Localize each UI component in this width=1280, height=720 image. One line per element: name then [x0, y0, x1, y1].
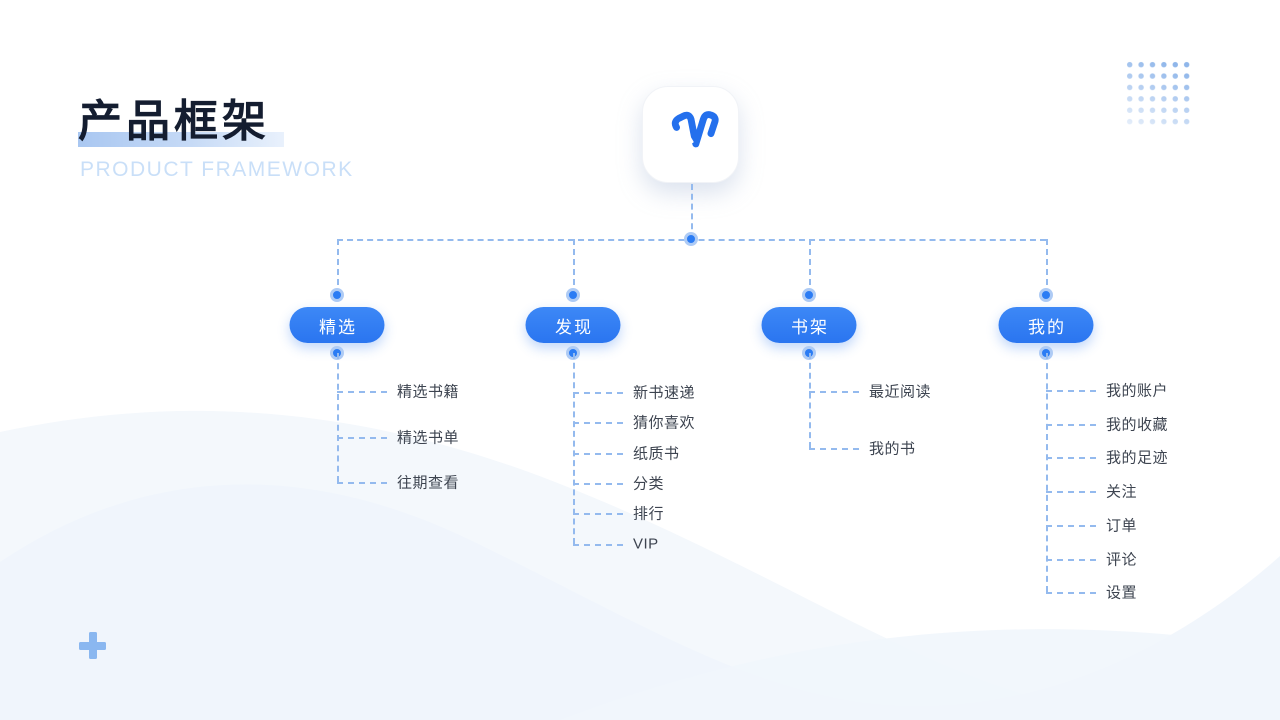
branch-button-2: 发现 — [525, 307, 621, 343]
leaf-connector-line — [337, 436, 387, 439]
branch-top-dot — [330, 287, 344, 302]
app-logo — [642, 86, 739, 183]
leaf-connector-line — [573, 452, 623, 455]
leaf-connector-line — [1046, 491, 1096, 494]
leaf-item: 我的书 — [869, 440, 916, 457]
leaf-connector-line — [1046, 558, 1096, 561]
page-title: 产品框架 — [78, 97, 270, 146]
leaf-item: 我的足迹 — [1106, 449, 1169, 467]
branch-button-3: 书架 — [761, 307, 857, 343]
leaf-connector-line — [573, 392, 623, 394]
leaf-connector-line — [1046, 592, 1096, 595]
leaf-item: 订单 — [1106, 517, 1138, 535]
leaf-connector-line — [809, 447, 859, 450]
leaf-item: 我的账户 — [1106, 382, 1169, 400]
leaf-item: 我的收藏 — [1106, 416, 1169, 434]
branch-trunk-line — [573, 352, 575, 544]
branch-trunk-line — [337, 352, 339, 482]
branch-drop-line — [809, 239, 811, 295]
leaf-connector-line — [1046, 524, 1096, 527]
root-connector-dot — [683, 232, 698, 246]
leaf-item: 关注 — [1106, 483, 1138, 501]
leaf-connector-line — [337, 482, 387, 484]
leaf-connector-line — [337, 391, 387, 393]
branch-trunk-line — [809, 352, 811, 448]
leaf-item: 精选书单 — [397, 429, 460, 446]
root-stem-line — [690, 184, 693, 239]
leaf-connector-line — [573, 422, 623, 425]
plus-decoration — [79, 632, 106, 659]
branch-drop-line — [1046, 239, 1048, 295]
leaf-connector-line — [1046, 457, 1096, 460]
bird-logo-icon — [671, 110, 719, 147]
leaf-item: 猜你喜欢 — [633, 414, 696, 432]
branch-drop-line — [573, 239, 575, 295]
branch-button-1: 精选 — [289, 307, 385, 343]
leaf-item: 最近阅读 — [869, 383, 932, 400]
leaf-item: 排行 — [633, 505, 665, 523]
leaf-connector-line — [573, 543, 623, 546]
branch-top-dot — [566, 287, 580, 302]
leaf-item: 新书速递 — [633, 384, 696, 402]
branch-top-dot — [802, 287, 816, 302]
leaf-item: 纸质书 — [633, 445, 680, 463]
page-subtitle: PRODUCT FRAMEWORK — [80, 158, 354, 181]
leaf-connector-line — [809, 390, 859, 393]
leaf-item: 精选书籍 — [397, 383, 460, 401]
leaf-item: 往期查看 — [397, 474, 460, 492]
branch-trunk-line — [1046, 352, 1048, 593]
leaf-connector-line — [573, 513, 623, 516]
leaf-connector-line — [573, 482, 623, 485]
title-highlight-bar — [78, 132, 284, 147]
leaf-item: 评论 — [1106, 551, 1138, 568]
branch-button-4: 我的 — [998, 307, 1094, 343]
leaf-item: 分类 — [633, 475, 665, 493]
leaf-connector-line — [1046, 390, 1096, 392]
branch-top-dot — [1039, 287, 1053, 302]
leaf-connector-line — [1046, 423, 1096, 426]
dot-grid-decoration — [1122, 57, 1190, 125]
branch-drop-line — [337, 239, 339, 295]
leaf-item: 设置 — [1106, 584, 1138, 602]
leaf-item: VIP — [633, 535, 659, 552]
